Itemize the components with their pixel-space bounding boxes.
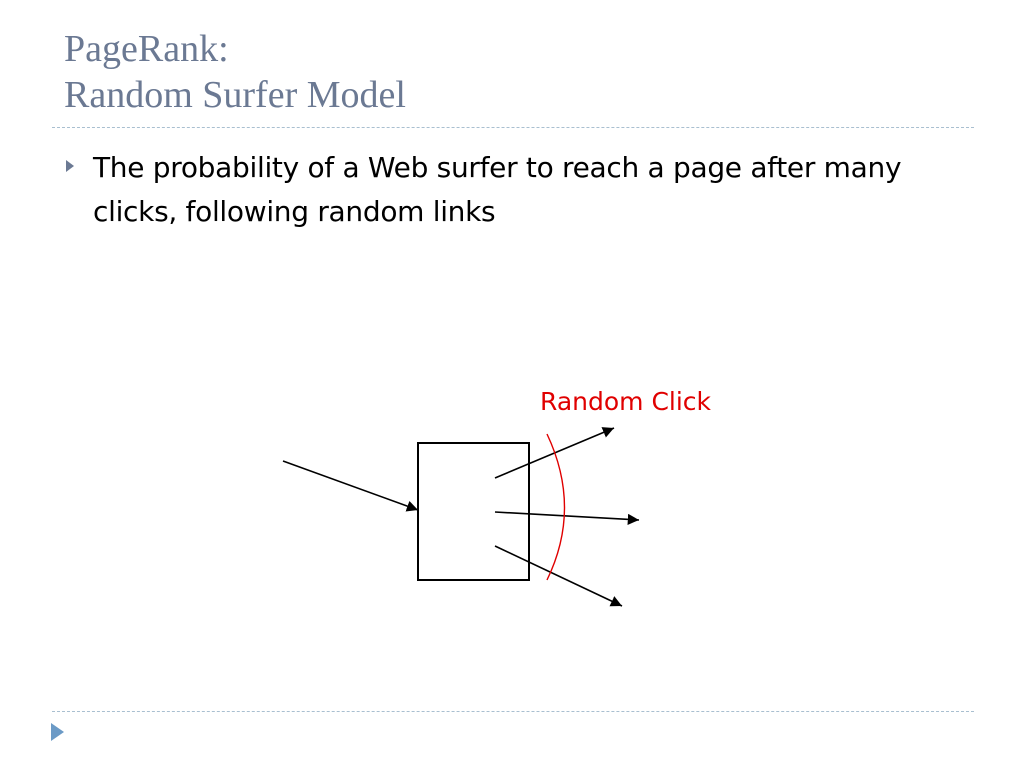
outgoing-link-arrow-middle: [494, 511, 640, 525]
slide-title-line-1: PageRank:: [64, 28, 229, 70]
slide-title: PageRank: Random Surfer Model: [64, 26, 964, 118]
triangle-bullet-icon: [66, 160, 74, 172]
random-click-label: Random Click: [540, 387, 712, 416]
outgoing-link-arrow-bottom: [494, 545, 623, 607]
incoming-link-arrow: [282, 460, 419, 512]
slide-title-line-2: Random Surfer Model: [64, 74, 406, 116]
web-page-box: [417, 442, 530, 581]
footer-triangle-icon: [51, 723, 64, 741]
random-click-bracket: [546, 433, 566, 581]
bullet-text: The probability of a Web surfer to reach…: [93, 151, 902, 228]
footer-divider: [52, 711, 974, 712]
title-divider: [52, 127, 974, 128]
